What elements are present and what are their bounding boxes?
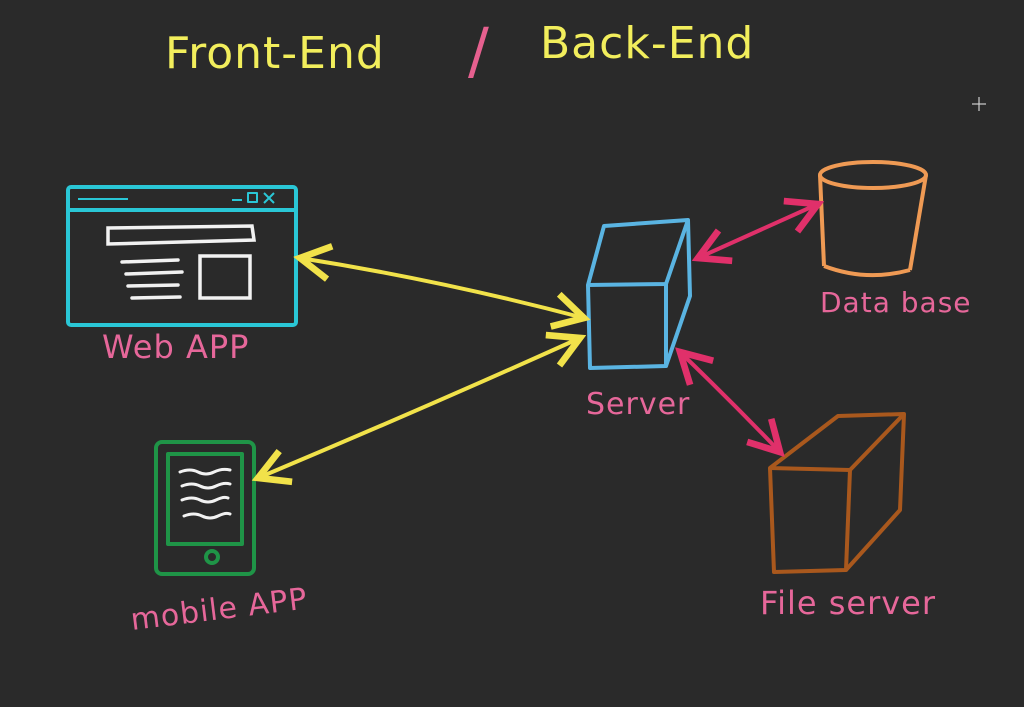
mobile-app-content-sketch xyxy=(178,467,232,520)
arrow-mobile-app-server xyxy=(258,338,580,478)
database-cylinder-icon xyxy=(818,160,928,278)
mobile-phone-icon xyxy=(154,440,256,576)
server-label: Server xyxy=(586,387,690,422)
file-server-cube-icon xyxy=(768,412,906,574)
database-label: Data base xyxy=(820,286,972,319)
title-front-end: Front-End xyxy=(165,28,385,79)
title-back-end: Back-End xyxy=(540,18,754,69)
mobile-app-label: mobile APP xyxy=(129,582,310,638)
title-separator: / xyxy=(468,14,490,87)
arrow-server-file-server xyxy=(680,352,780,452)
web-app-label: Web APP xyxy=(102,328,249,366)
server-cube-icon xyxy=(586,218,692,370)
arrow-server-database xyxy=(698,204,818,258)
file-server-label: File server xyxy=(760,584,936,622)
arrow-web-app-server xyxy=(300,258,584,318)
web-app-content-sketch xyxy=(106,224,257,300)
cursor-crosshair-icon xyxy=(972,97,986,111)
web-app-window-icon xyxy=(66,185,298,327)
